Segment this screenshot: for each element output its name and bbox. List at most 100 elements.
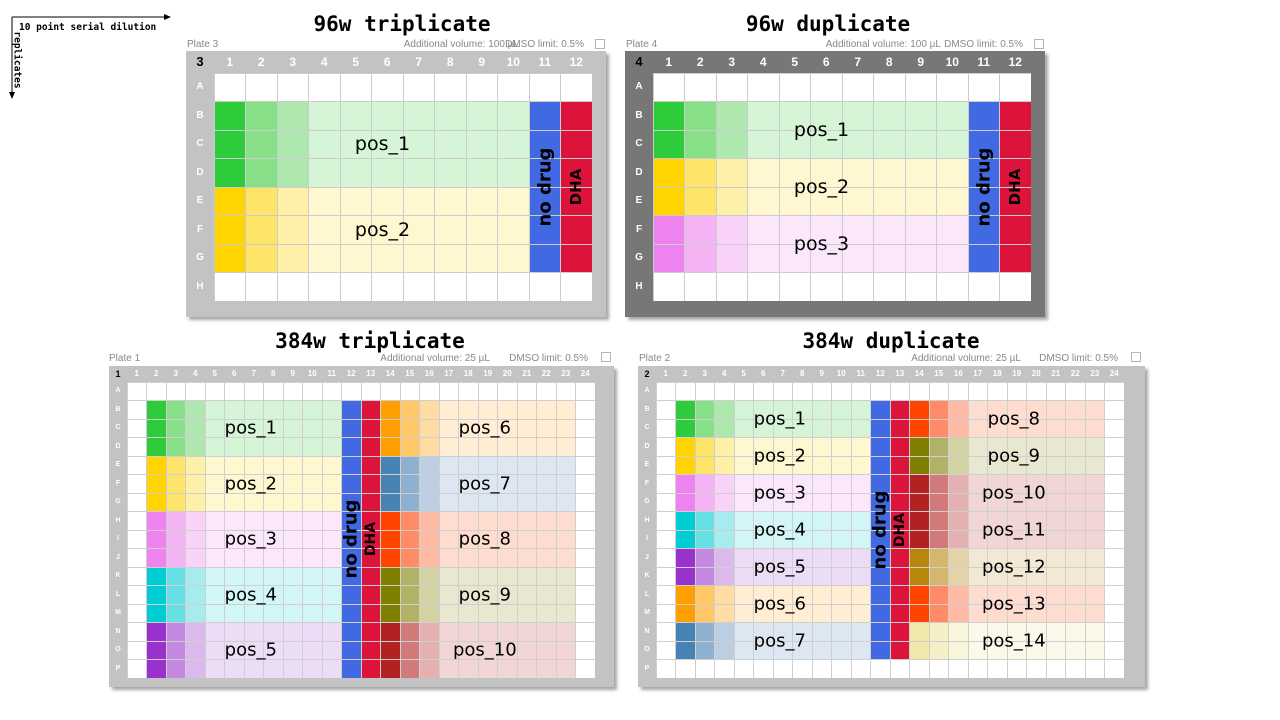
well[interactable] (832, 475, 851, 493)
well[interactable] (1066, 382, 1085, 400)
well[interactable] (734, 382, 753, 400)
well[interactable] (205, 512, 224, 530)
well[interactable] (812, 567, 831, 585)
well[interactable] (459, 475, 478, 493)
well[interactable] (529, 73, 560, 101)
well[interactable] (498, 623, 517, 641)
well[interactable] (988, 641, 1007, 659)
well[interactable] (246, 102, 277, 130)
well[interactable] (793, 512, 812, 530)
well[interactable] (685, 102, 716, 130)
well[interactable] (1085, 604, 1104, 622)
well[interactable] (832, 530, 851, 548)
well[interactable] (205, 493, 224, 511)
well[interactable] (361, 660, 380, 678)
well[interactable] (1046, 567, 1065, 585)
well[interactable] (372, 130, 403, 158)
well[interactable] (1066, 623, 1085, 641)
well[interactable] (937, 159, 968, 187)
well[interactable] (715, 493, 734, 511)
well[interactable] (466, 273, 497, 301)
well[interactable] (439, 512, 458, 530)
well[interactable] (676, 660, 695, 678)
well[interactable] (676, 623, 695, 641)
well[interactable] (811, 216, 842, 244)
well[interactable] (910, 549, 929, 567)
well[interactable] (754, 586, 773, 604)
well[interactable] (381, 401, 400, 419)
well[interactable] (779, 73, 810, 101)
well[interactable] (793, 604, 812, 622)
well[interactable] (988, 419, 1007, 437)
well[interactable] (1027, 641, 1046, 659)
well[interactable] (949, 512, 968, 530)
well[interactable] (283, 438, 302, 456)
well[interactable] (1085, 475, 1104, 493)
well[interactable] (968, 623, 987, 641)
well[interactable] (166, 512, 185, 530)
well[interactable] (403, 73, 434, 101)
well[interactable] (466, 216, 497, 244)
well[interactable] (1027, 530, 1046, 548)
well[interactable] (676, 401, 695, 419)
well[interactable] (1027, 419, 1046, 437)
well[interactable] (1027, 456, 1046, 474)
well[interactable] (246, 130, 277, 158)
well[interactable] (685, 73, 716, 101)
well[interactable] (754, 549, 773, 567)
well[interactable] (435, 244, 466, 272)
well[interactable] (225, 586, 244, 604)
well[interactable] (929, 604, 948, 622)
well[interactable] (517, 493, 536, 511)
well[interactable] (556, 623, 575, 641)
well[interactable] (1066, 530, 1085, 548)
well[interactable] (246, 73, 277, 101)
well[interactable] (793, 438, 812, 456)
well[interactable] (166, 456, 185, 474)
well[interactable] (264, 660, 283, 678)
well[interactable] (498, 273, 529, 301)
well[interactable] (225, 382, 244, 400)
well[interactable] (748, 216, 779, 244)
well[interactable] (656, 549, 675, 567)
well[interactable] (754, 623, 773, 641)
well[interactable] (1007, 512, 1026, 530)
well[interactable] (400, 530, 419, 548)
well[interactable] (968, 475, 987, 493)
well[interactable] (832, 401, 851, 419)
well[interactable] (264, 512, 283, 530)
well[interactable] (186, 623, 205, 641)
well[interactable] (734, 512, 753, 530)
well[interactable] (1027, 512, 1046, 530)
well[interactable] (303, 530, 322, 548)
well[interactable] (303, 382, 322, 400)
well[interactable] (748, 273, 779, 301)
well[interactable] (303, 419, 322, 437)
well[interactable] (309, 244, 340, 272)
well[interactable] (1085, 567, 1104, 585)
well[interactable] (403, 102, 434, 130)
well[interactable] (340, 102, 371, 130)
well[interactable] (556, 549, 575, 567)
well[interactable] (715, 623, 734, 641)
well[interactable] (988, 660, 1007, 678)
well[interactable] (264, 567, 283, 585)
well[interactable] (244, 456, 263, 474)
well[interactable] (556, 604, 575, 622)
well[interactable] (576, 641, 595, 659)
well[interactable] (303, 567, 322, 585)
well[interactable] (576, 438, 595, 456)
well[interactable] (147, 586, 166, 604)
well[interactable] (656, 401, 675, 419)
well[interactable] (1066, 512, 1085, 530)
well[interactable] (303, 456, 322, 474)
well[interactable] (1000, 216, 1031, 244)
well[interactable] (420, 549, 439, 567)
well[interactable] (361, 475, 380, 493)
well[interactable] (498, 187, 529, 215)
well[interactable] (361, 456, 380, 474)
well[interactable] (871, 382, 890, 400)
well[interactable] (812, 586, 831, 604)
well[interactable] (342, 438, 361, 456)
well[interactable] (779, 159, 810, 187)
